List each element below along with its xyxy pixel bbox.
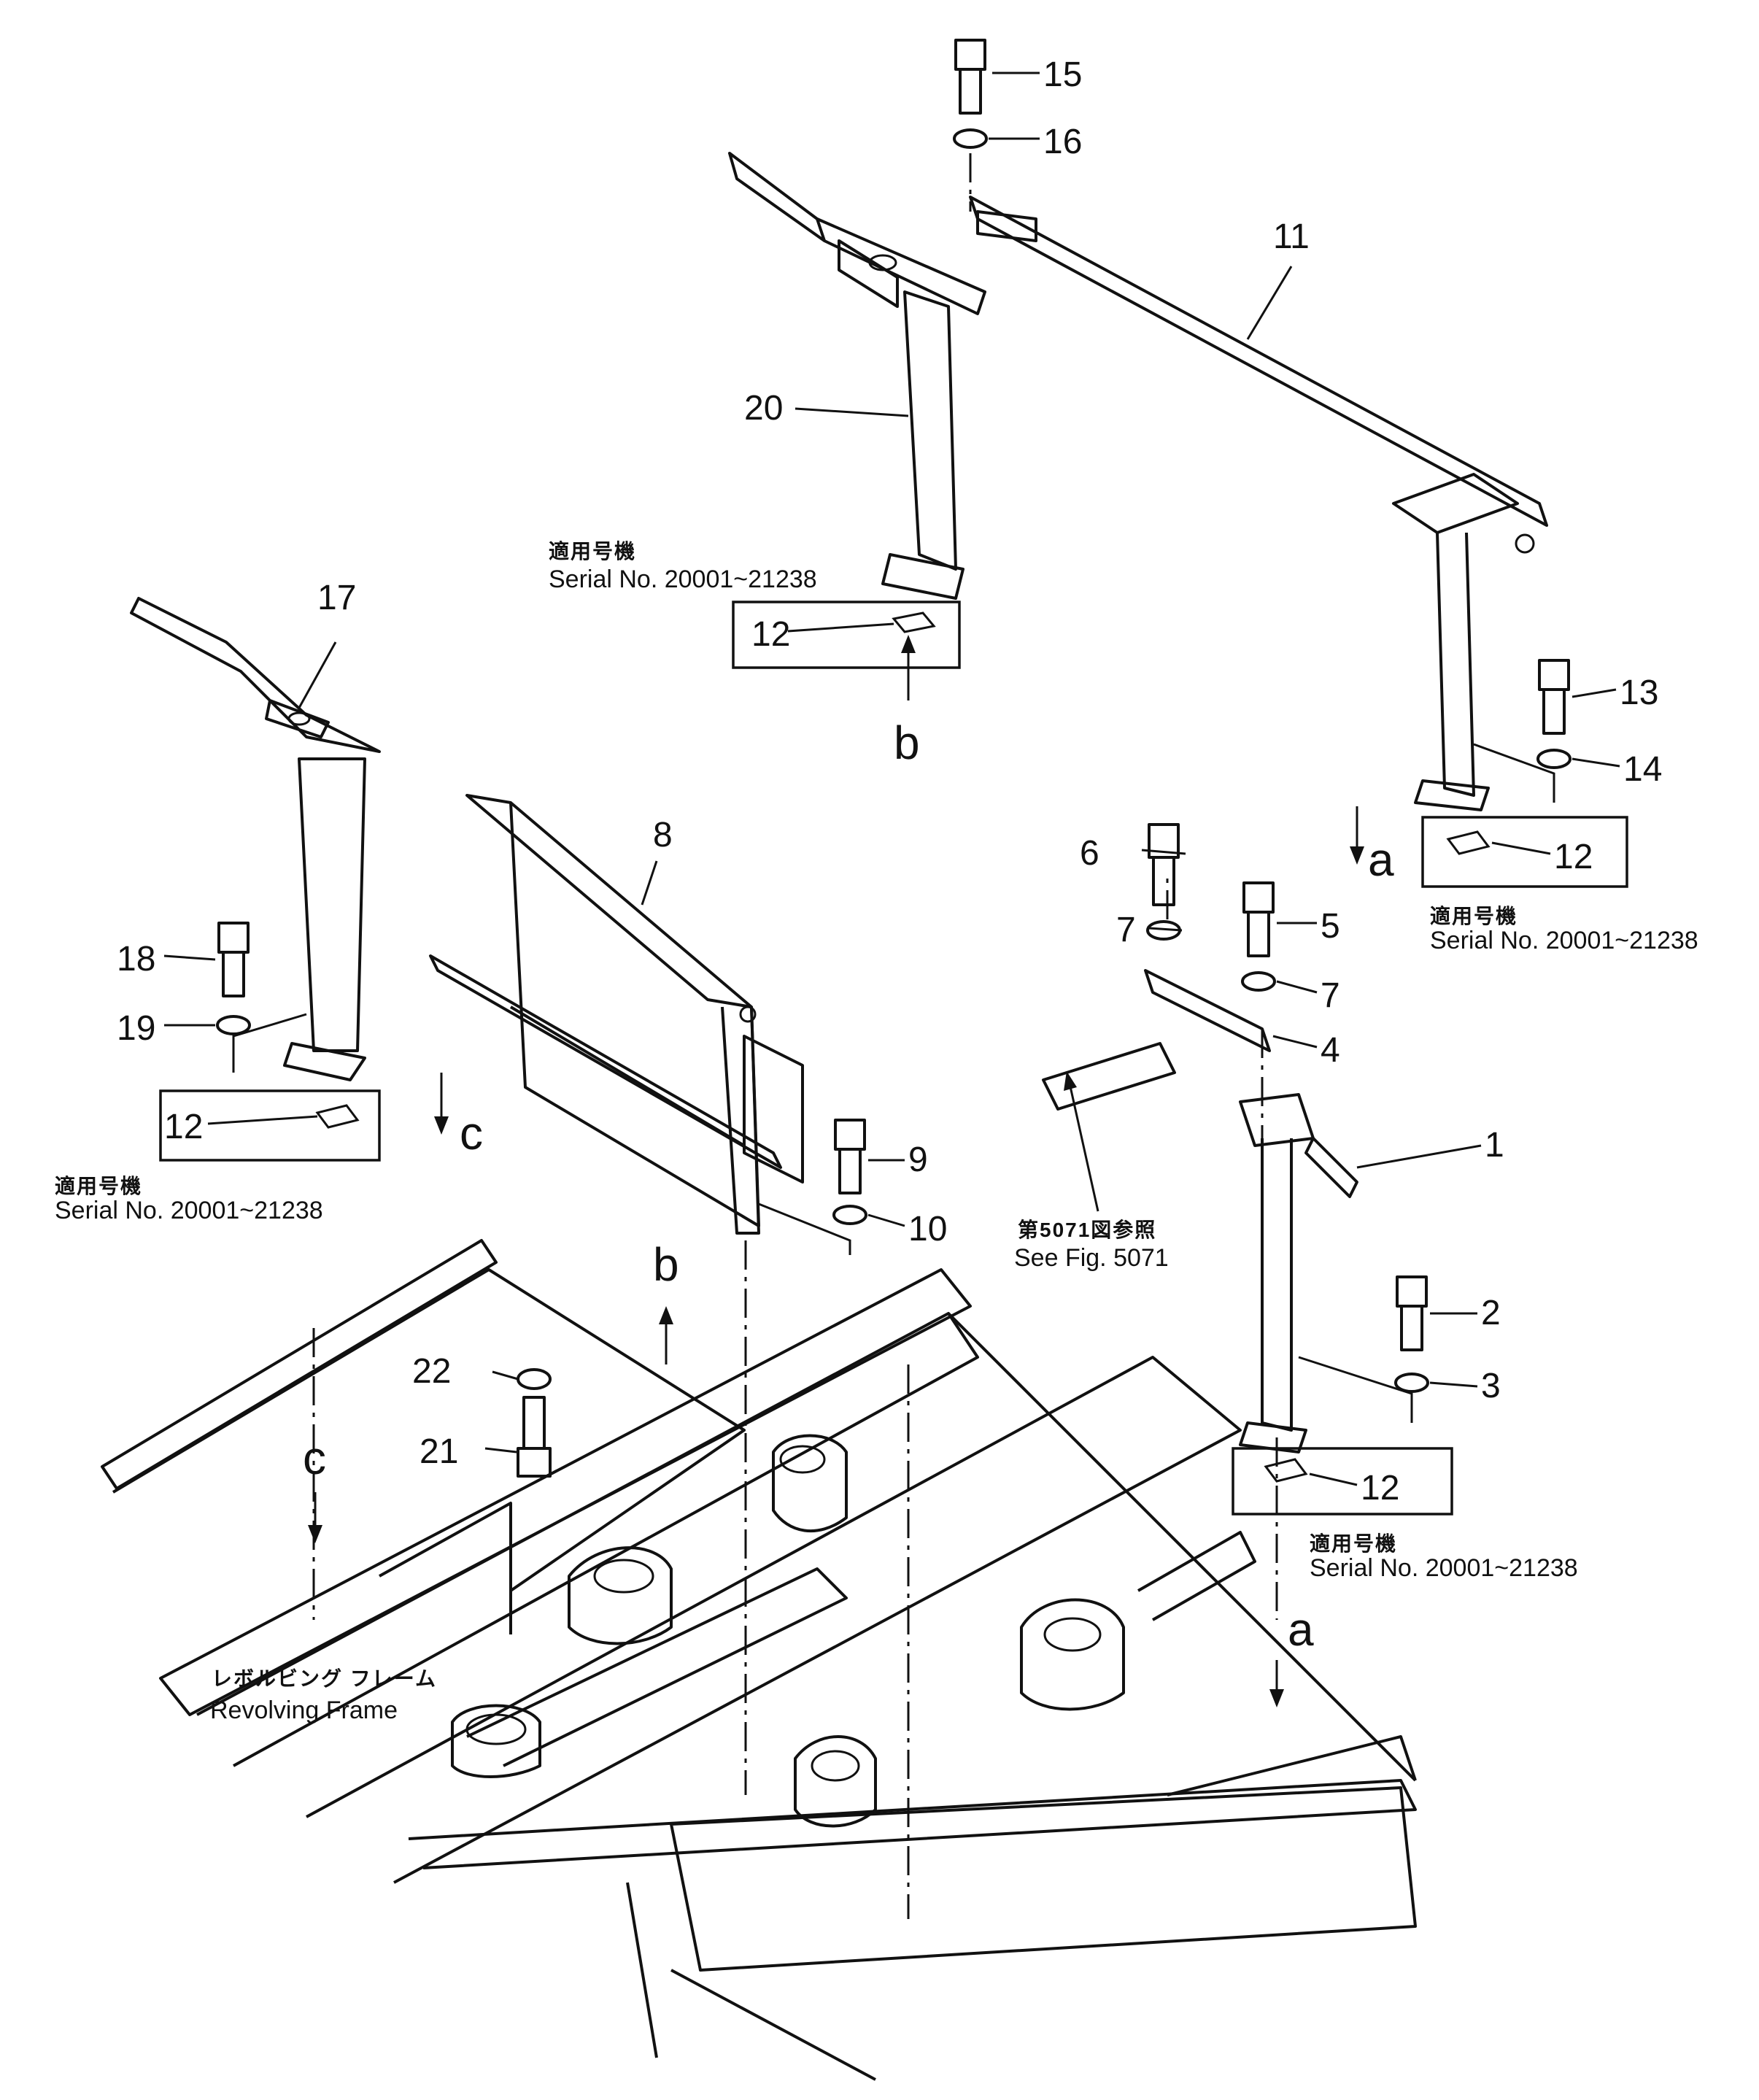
callout-1: 1 — [1485, 1126, 1504, 1165]
callout-3: 3 — [1481, 1367, 1501, 1405]
serial-box-a — [1421, 816, 1628, 888]
callout-7a: 7 — [1116, 911, 1136, 949]
part-11-stay — [969, 196, 1548, 811]
see-fig-jp: 第5071図参照 — [1018, 1218, 1156, 1241]
serial-box-b — [732, 601, 961, 669]
arrow-b-bottom — [659, 1306, 673, 1364]
callout-12-c: 12 — [164, 1108, 203, 1146]
shim-12-b — [892, 611, 936, 633]
serial-note-jp-d: 適用号機 — [1310, 1532, 1397, 1555]
view-letter-b-top: b — [894, 717, 920, 769]
bolt-13 — [1538, 659, 1570, 735]
arrow-a-bottom — [1269, 1660, 1284, 1707]
arrow-c-bottom — [308, 1492, 322, 1543]
callout-16: 16 — [1043, 123, 1082, 161]
part-1-stay — [1239, 1093, 1358, 1454]
callout-22: 22 — [412, 1352, 451, 1391]
serial-note-en-a: Serial No. 20001~21238 — [1430, 927, 1698, 954]
bolt-2 — [1396, 1275, 1428, 1351]
revolving-frame-jp: レボルビング フレーム — [212, 1667, 437, 1690]
view-letter-a-bottom: a — [1288, 1603, 1314, 1656]
callout-8: 8 — [653, 816, 673, 854]
bolt-9 — [834, 1119, 866, 1194]
arrow-a-top — [1350, 806, 1364, 865]
serial-note-jp-c: 適用号機 — [55, 1174, 142, 1197]
callout-19: 19 — [117, 1009, 155, 1048]
see-fig-en: See Fig. 5071 — [1014, 1244, 1169, 1272]
washer-16 — [953, 128, 988, 149]
callout-15: 15 — [1043, 55, 1082, 94]
callout-9: 9 — [908, 1140, 928, 1179]
callout-18: 18 — [117, 940, 155, 978]
callout-21: 21 — [420, 1432, 458, 1471]
part-4-bracket — [1042, 969, 1271, 1111]
view-letter-c-bottom: c — [303, 1432, 326, 1484]
serial-note-jp-a: 適用号機 — [1430, 904, 1518, 927]
leader-lines — [163, 72, 1620, 1486]
callout-7b: 7 — [1321, 976, 1340, 1015]
callout-10: 10 — [908, 1210, 947, 1248]
part-8-guard — [429, 794, 804, 1235]
callout-12-d: 12 — [1361, 1469, 1399, 1508]
shim-12-a — [1446, 830, 1491, 855]
serial-note-en-d: Serial No. 20001~21238 — [1310, 1554, 1578, 1582]
bolt-6 — [1148, 823, 1180, 906]
washer-7b — [1241, 971, 1276, 992]
callout-4: 4 — [1321, 1031, 1340, 1070]
shim-12-d — [1264, 1458, 1308, 1483]
callout-14: 14 — [1623, 750, 1662, 789]
view-letter-b-bottom: b — [653, 1238, 679, 1291]
arrow-b-top — [901, 635, 916, 700]
callout-11: 11 — [1273, 217, 1310, 256]
part-17-stay — [130, 597, 381, 1081]
bolt-18 — [217, 922, 250, 997]
serial-box-c — [159, 1089, 381, 1162]
shim-12-c — [315, 1104, 360, 1129]
revolving-frame — [101, 1239, 1417, 2081]
callout-17: 17 — [317, 579, 356, 617]
serial-note-en-c: Serial No. 20001~21238 — [55, 1197, 323, 1224]
washer-10 — [832, 1205, 867, 1225]
view-letter-a-top: a — [1368, 833, 1394, 886]
arrow-c-top — [434, 1073, 449, 1135]
serial-note-jp-b: 適用号機 — [549, 539, 636, 563]
callout-5: 5 — [1321, 907, 1340, 946]
view-letter-c-top: c — [460, 1107, 483, 1159]
callout-12-b: 12 — [751, 615, 790, 654]
revolving-frame-en: Revolving Frame — [210, 1696, 398, 1724]
callout-20: 20 — [744, 389, 783, 428]
washer-19 — [216, 1015, 251, 1035]
arrow-see-fig — [1064, 1071, 1099, 1212]
washer-22 — [517, 1368, 552, 1390]
bolt-5 — [1242, 881, 1275, 957]
bolt-15 — [954, 39, 986, 115]
callout-13: 13 — [1620, 673, 1658, 712]
washer-3 — [1394, 1373, 1429, 1393]
callout-6: 6 — [1080, 834, 1099, 873]
serial-note-en-b: Serial No. 20001~21238 — [549, 565, 817, 593]
callout-12-a: 12 — [1554, 838, 1593, 876]
part-20-stay — [728, 152, 986, 600]
serial-box-d — [1232, 1447, 1453, 1516]
alignment-lines — [312, 153, 1278, 1919]
washer-14 — [1536, 749, 1571, 769]
bolt-21 — [517, 1396, 552, 1478]
callout-2: 2 — [1481, 1294, 1501, 1332]
